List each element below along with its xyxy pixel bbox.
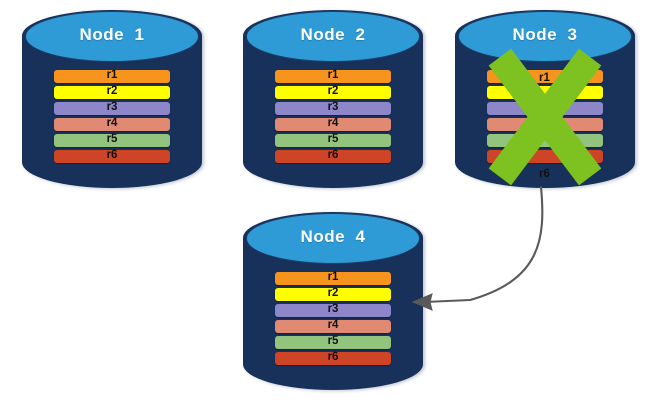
data-row[interactable]: r3 (54, 101, 170, 115)
data-row[interactable] (487, 69, 603, 83)
cylinder-top-ellipse (245, 213, 421, 264)
data-row[interactable] (487, 85, 603, 99)
row-stack: r1 r2 r3 r4 r5 r6 (54, 69, 170, 163)
data-row[interactable]: r6 (275, 351, 391, 365)
data-row[interactable]: r6 (54, 149, 170, 163)
node-cylinder-node4[interactable]: Node 4 r1 r2 r3 r4 r5 r6 (243, 212, 423, 390)
data-row[interactable]: r3 (275, 101, 391, 115)
data-row[interactable]: r2 (275, 287, 391, 301)
data-row[interactable]: r4 (275, 117, 391, 131)
cylinder-top-ellipse (24, 11, 200, 62)
row-stack: r1 r2 r3 r4 r5 r6 (275, 69, 391, 163)
data-row[interactable]: r1 (275, 271, 391, 285)
data-row[interactable]: r4 (275, 319, 391, 333)
data-row[interactable]: r2 (275, 85, 391, 99)
data-row[interactable]: r3 (275, 303, 391, 317)
data-row[interactable]: r4 (54, 117, 170, 131)
data-row[interactable]: r5 (275, 133, 391, 147)
node-title: Node 1 (79, 25, 145, 45)
row-stack: r1 r2 r3 r4 r5 r6 (275, 271, 391, 365)
data-row[interactable]: r2 (54, 85, 170, 99)
node-cylinder-node1[interactable]: Node 1 r1 r2 r3 r4 r5 r6 (22, 10, 202, 188)
data-row[interactable]: r1 (54, 69, 170, 83)
node-title: Node 4 (300, 227, 366, 247)
data-row[interactable] (487, 117, 603, 131)
node-cylinder-node2[interactable]: Node 2 r1 r2 r3 r4 r5 r6 (243, 10, 423, 188)
data-row[interactable] (487, 101, 603, 115)
node-title: Node 3 (512, 25, 578, 45)
data-row[interactable]: r5 (54, 133, 170, 147)
data-row[interactable] (487, 149, 603, 163)
node-cylinder-node3[interactable]: Node 3 r1 r6 (455, 10, 635, 188)
data-row[interactable]: r5 (275, 335, 391, 349)
data-row[interactable]: r6 (275, 149, 391, 163)
arrow-path (423, 185, 544, 304)
cylinder-top-ellipse (245, 11, 421, 62)
row-stack (487, 69, 603, 163)
node-title: Node 2 (300, 25, 366, 45)
data-row[interactable] (487, 133, 603, 147)
data-row[interactable]: r1 (275, 69, 391, 83)
